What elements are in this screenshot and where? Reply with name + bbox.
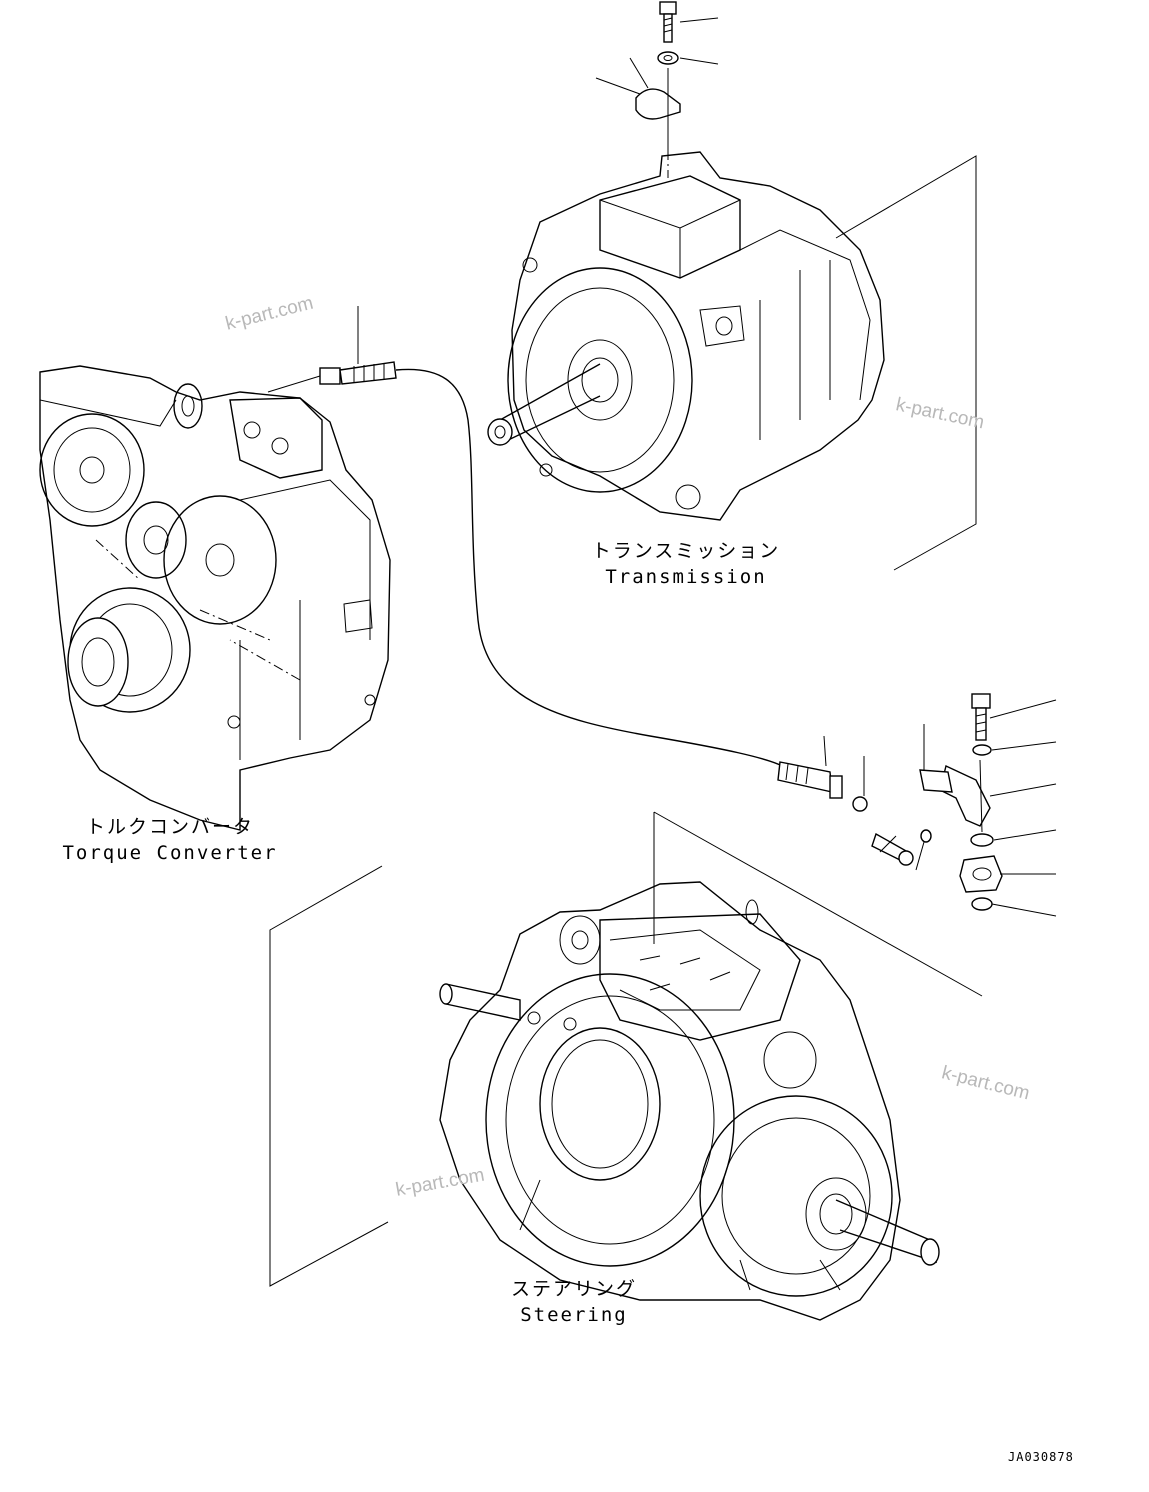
steering-label-en: Steering — [520, 1304, 628, 1326]
drawing-code: JA030878 — [1008, 1450, 1074, 1464]
sensor-harness — [267, 306, 868, 812]
torque-converter-label-ja: トルクコンバータ — [85, 816, 254, 838]
torque-converter-label-en: Torque Converter — [62, 842, 278, 864]
transmission-drawing — [487, 150, 977, 571]
right-fittings — [871, 693, 1057, 917]
top-clamp-assembly — [595, 1, 719, 150]
steering-drawing — [269, 811, 983, 1321]
transmission-label-en: Transmission — [605, 566, 767, 588]
transmission-label-ja: トランスミッション — [591, 540, 781, 562]
steering-label-ja: ステアリング — [510, 1278, 637, 1300]
torque-converter-drawing — [39, 365, 391, 831]
